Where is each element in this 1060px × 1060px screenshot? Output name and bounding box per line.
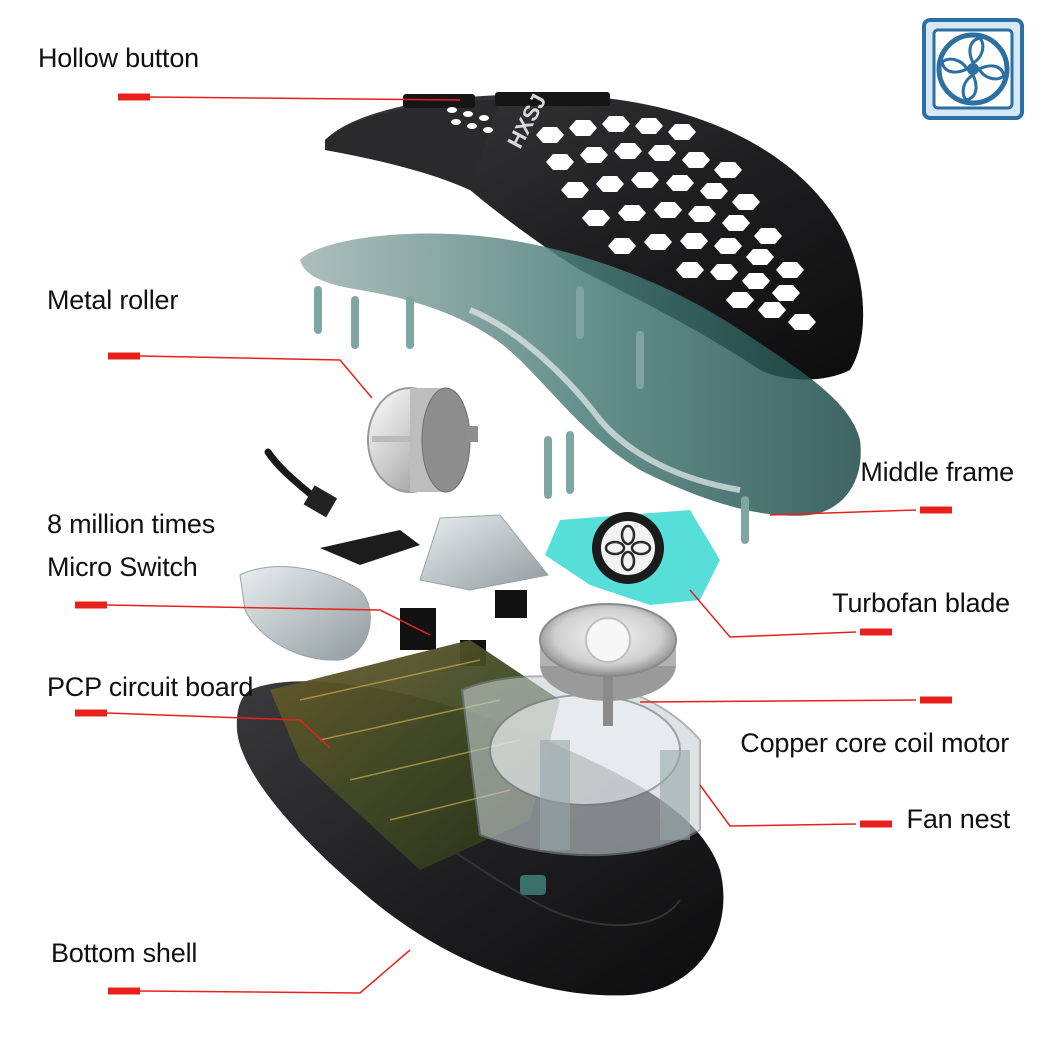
leader-micro-switch [106,604,431,636]
turbofan-hub-icon [604,524,652,572]
honeycomb-hole [742,273,770,289]
coil-motor [539,603,677,726]
leader-bottom-shell [139,949,411,994]
honeycomb-hole [754,228,782,244]
honeycomb-hole [758,302,786,318]
middle-frame [300,233,861,544]
honeycomb-hole [714,162,742,178]
honeycomb-hole [648,145,676,161]
fan-nest [460,675,701,857]
label-coil-motor: Copper core coil motor [740,728,1009,758]
honeycomb-hole [666,175,694,191]
leader-circuit-board [106,712,331,749]
label-middle-frame: Middle frame [860,457,1014,487]
honeycomb-hole [569,120,597,136]
honeycomb-hole [776,262,804,278]
leader-turbofan-blade [689,589,857,638]
leader-bottom-shell-marker [108,987,140,995]
honeycomb-hole [700,183,728,199]
honeycomb-holes [536,116,816,330]
honeycomb-hole [680,233,708,249]
leader-coil-motor-marker [920,696,952,704]
button-ridge-left [403,94,475,108]
leader-middle-frame-marker [920,506,952,514]
top-shell: HXSJ [325,90,864,380]
honeycomb-hole [614,143,642,159]
leader-metal-roller-marker [108,352,140,360]
honeycomb-hole [676,262,704,278]
left-button [325,100,500,190]
label-circuit-board: PCP circuit board [47,672,254,702]
button-holes [447,107,493,133]
leader-circuit-board-marker [75,709,107,717]
honeycomb-hole [631,172,659,188]
honeycomb-hole [561,182,589,198]
honeycomb-hole [536,127,564,143]
honeycomb-hole [635,118,663,134]
label-micro-switch-line1: 8 million times [47,509,216,539]
metal-roller [367,387,478,493]
honeycomb-hole [596,176,624,192]
leader-coil-motor [639,699,917,703]
label-micro-switch-line2: Micro Switch [47,552,198,582]
leader-hollow-button [149,96,461,101]
honeycomb-hole [644,234,672,250]
leader-metal-roller [139,355,373,399]
honeycomb-hole [546,154,574,170]
frame-pillars [314,286,749,544]
label-fan-nest: Fan nest [906,804,1011,834]
leader-fan-nest [699,784,857,827]
fan-icon [922,18,1024,120]
label-bottom-shell: Bottom shell [51,938,198,968]
honeycomb-hole [582,210,610,226]
turbofan-blade [545,510,720,605]
leader-lines [75,93,952,995]
honeycomb-hole [608,238,636,254]
micro-switch-assembly [239,514,549,666]
honeycomb-hole [746,249,774,265]
button-ridge-right [495,92,610,106]
leader-turbofan-blade-marker [860,628,892,636]
label-turbofan-blade: Turbofan blade [832,588,1010,618]
honeycomb-hole [714,238,742,254]
honeycomb-hole [772,285,800,301]
honeycomb-hole [580,147,608,163]
honeycomb-hole [722,215,750,231]
honeycomb-hole [710,264,738,280]
honeycomb-hole [654,202,682,218]
label-metal-roller: Metal roller [47,285,179,315]
honeycomb-hole [602,116,630,132]
middle-frame-body [300,233,861,516]
honeycomb-hole [618,205,646,221]
honeycomb-hole [668,124,696,140]
label-hollow-button: Hollow button [38,43,199,73]
honeycomb-hole [682,152,710,168]
honeycomb-hole [732,194,760,210]
usb-cable [264,448,338,518]
leader-fan-nest-marker [860,820,892,828]
leader-hollow-button-marker [118,93,150,101]
leader-micro-switch-marker [75,601,107,609]
leader-middle-frame [769,509,917,516]
honeycomb-hole [688,206,716,222]
honeycomb-hole [788,314,816,330]
honeycomb-hole [726,292,754,308]
